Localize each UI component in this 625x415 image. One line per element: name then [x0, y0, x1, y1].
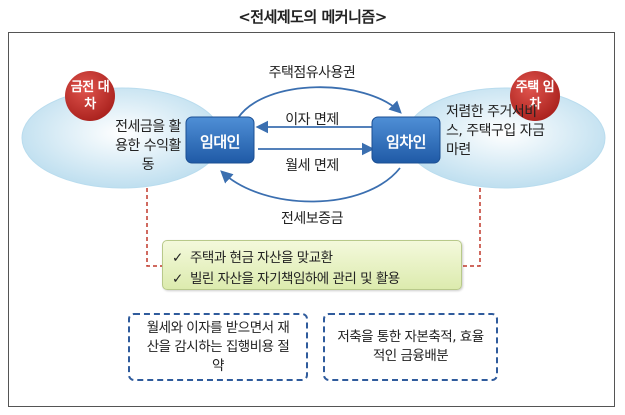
flow-label-deposit: 전세보증금 [281, 211, 343, 227]
landlord-badge-circle [65, 71, 115, 121]
left-dashed-connector [146, 188, 162, 267]
flow-label-occupancy: 주택점유사용권 [268, 65, 356, 81]
tenant-badge: 주택 임차 [515, 80, 555, 112]
check-icon: ✓ [172, 250, 183, 266]
summary-item: ✓빌린 자산을 자기책임하에 관리 및 활용 [172, 271, 400, 287]
landlord-box [185, 116, 255, 164]
tenant-label: 임차인 [386, 133, 426, 151]
summary-box [162, 240, 462, 290]
tenant-outcome: 저축을 통한 자본축적, 효율적인 금융배분 [337, 329, 484, 364]
right-dashed-connector [462, 188, 481, 267]
tenant-description: 저렴한 주거서비스, 주택구입 자금 마련 [446, 104, 545, 158]
page-title: <전세제도의 메커니즘> [238, 8, 387, 26]
flow-label-interest: 이자 면제 [285, 112, 339, 128]
tenant-badge-circle [510, 71, 560, 121]
landlord-outcome: 월세와 이자를 받으면서 재산을 감시하는 집행비용 절약 [146, 319, 290, 374]
bottom-arc-arrow [220, 167, 401, 203]
landlord-label: 임대인 [200, 133, 240, 151]
diagram-frame [8, 32, 615, 407]
tenant-box [371, 116, 441, 164]
landlord-description: 전세금을 활용한 수익활동 [115, 119, 181, 173]
tenant-outcome-box: 저축을 통한 자본축적, 효율적인 금융배분 [323, 313, 498, 381]
flow-label-rent: 월세 면제 [285, 158, 339, 174]
landlord-outcome-box: 월세와 이자를 받으면서 재산을 감시하는 집행비용 절약 [128, 313, 308, 381]
top-arc-arrow [237, 86, 402, 119]
check-icon: ✓ [172, 271, 183, 287]
summary-item: ✓주택과 현금 자산을 맞교환 [172, 250, 333, 266]
landlord-badge: 금전 대차 [70, 80, 110, 112]
